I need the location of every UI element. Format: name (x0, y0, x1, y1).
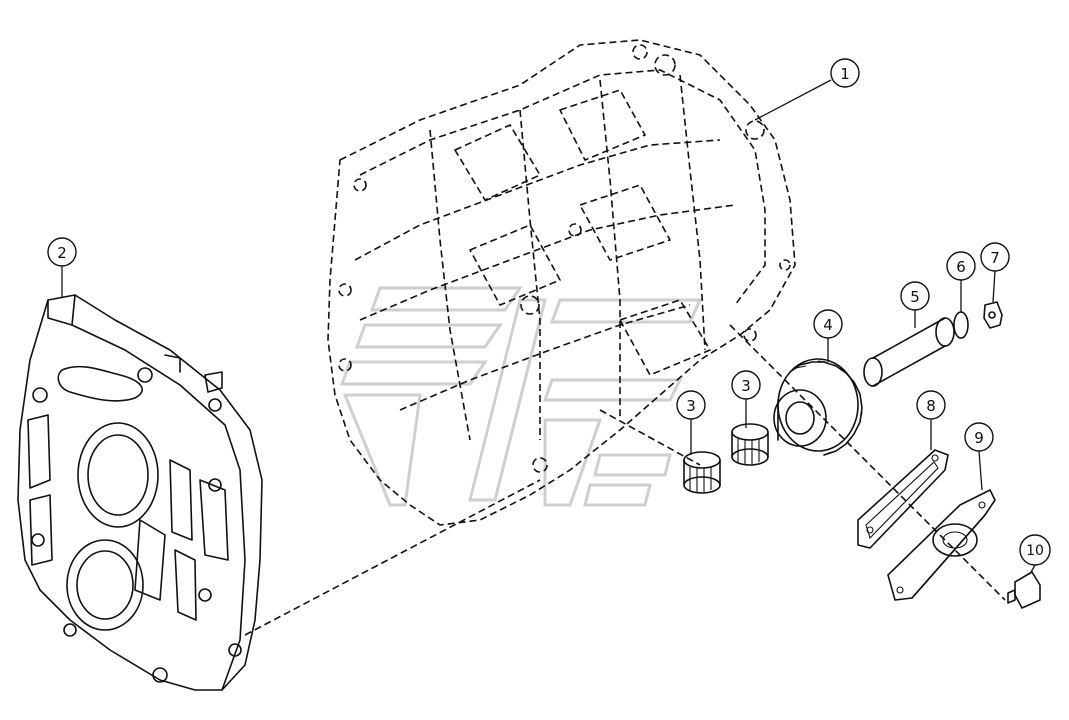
callout-label: 5 (910, 288, 920, 306)
needle-bearing-part-a (683, 451, 721, 494)
plug-part (1007, 571, 1041, 609)
callout-label: 1 (840, 65, 850, 83)
callout-2: 2 (47, 237, 77, 267)
leader-lines (61, 79, 1036, 575)
callout-5: 5 (900, 281, 930, 311)
callout-label: 3 (686, 397, 696, 415)
callout-label: 10 (1026, 543, 1044, 559)
callout-label: 6 (956, 258, 966, 276)
callout-4: 4 (813, 309, 843, 339)
callout-3b: 3 (731, 370, 761, 400)
callout-6: 6 (946, 251, 976, 281)
lock-plate-part (983, 301, 1003, 329)
callout-10: 10 (1019, 534, 1051, 566)
needle-bearing-part-b (731, 423, 769, 466)
callout-8: 8 (916, 390, 946, 420)
callout-3a: 3 (676, 390, 706, 420)
callout-label: 4 (823, 316, 833, 334)
main-housing-part (327, 39, 796, 526)
callout-label: 2 (57, 244, 67, 262)
callout-9: 9 (964, 422, 994, 452)
assembly-axis-lines (244, 324, 1006, 636)
o-ring-part (953, 311, 969, 339)
gasket-part (857, 449, 949, 549)
idler-gear-part (773, 358, 863, 456)
callout-label: 8 (926, 397, 936, 415)
rear-cover-part (17, 294, 263, 691)
callout-label: 9 (974, 429, 984, 447)
callout-label: 7 (990, 249, 1000, 267)
idler-shaft-part (863, 317, 955, 387)
callout-1: 1 (830, 58, 860, 88)
bearing-cover-part (887, 489, 996, 601)
callout-label: 3 (741, 377, 751, 395)
watermark-logo (339, 286, 703, 507)
callout-7: 7 (980, 242, 1010, 272)
